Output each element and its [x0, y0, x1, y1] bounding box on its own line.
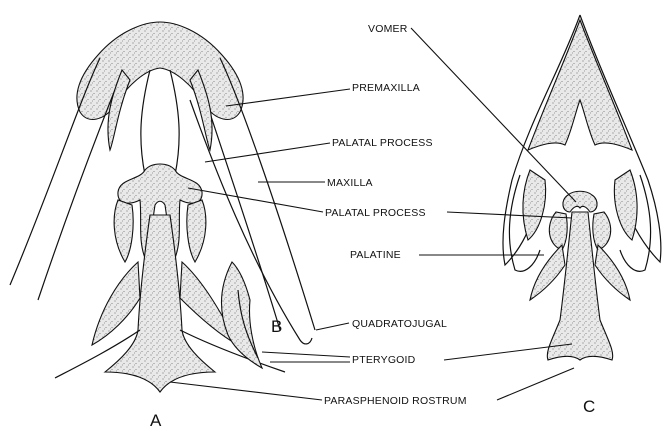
maxilla-left-c	[523, 170, 546, 240]
label-vomer: VOMER	[368, 23, 408, 35]
label-quadratojugal: QUADRATOJUGAL	[352, 318, 447, 330]
leader-parasphenoid-c	[497, 368, 574, 400]
premaxilla-a	[77, 22, 243, 119]
leader-parasphenoid-a	[170, 382, 322, 400]
label-premaxilla: PREMAXILLA	[352, 82, 420, 94]
label-maxilla: MAXILLA	[327, 177, 373, 189]
leader-palatal-process-1	[205, 143, 330, 162]
maxilla-right-c	[614, 170, 637, 240]
skull-c	[503, 15, 661, 360]
palatine-right-c	[593, 212, 611, 250]
leader-pterygoid-1	[262, 352, 350, 357]
leader-quadratojugal	[316, 323, 349, 330]
inner-line-left-a	[141, 70, 150, 175]
label-palatal-process-2: PALATAL PROCESS	[325, 207, 426, 219]
label-palatal-process-1: PALATAL PROCESS	[332, 137, 433, 149]
pterygoid-left-c	[530, 245, 565, 300]
panel-label-a: A	[150, 411, 162, 430]
label-pterygoid: PTERYGOID	[352, 354, 416, 366]
label-palatine: PALATINE	[350, 249, 401, 261]
label-parasphenoid-rostrum: PARASPHENOID ROSTRUM	[324, 395, 467, 407]
premaxilla-c	[528, 20, 632, 150]
pterygoid-left-a	[92, 262, 140, 345]
leader-premaxilla	[226, 89, 350, 106]
palatine-right-a	[187, 200, 206, 262]
panel-label-b: B	[271, 317, 282, 336]
pterygoid-b	[222, 262, 262, 368]
palatine-left-a	[114, 200, 133, 262]
pterygoid-right-c	[595, 245, 630, 300]
skull-a	[10, 22, 315, 392]
inner-line-right-a	[170, 70, 179, 175]
leader-palatal-process-2-a	[188, 188, 323, 212]
panel-label-c: C	[583, 397, 595, 416]
